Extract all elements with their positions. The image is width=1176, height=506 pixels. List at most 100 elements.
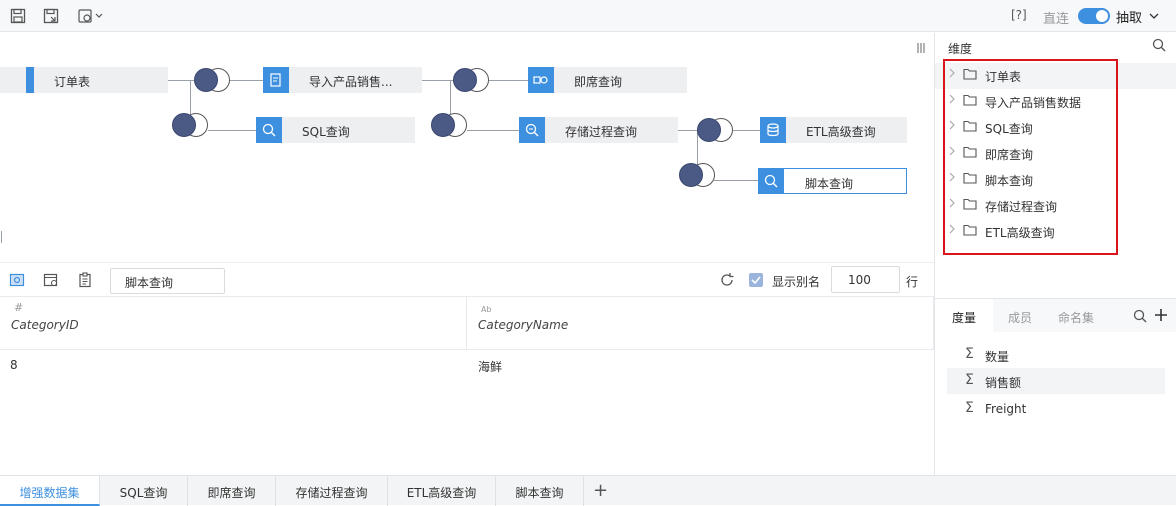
dimension-item[interactable]: 即席查询 [935,140,1176,166]
connector-line [678,130,698,131]
join-node[interactable] [194,68,230,92]
node-script-query-selected[interactable]: 脚本查询 [758,168,907,194]
tab-members[interactable]: 成员 [1007,311,1032,325]
dimension-item[interactable]: 导入产品销售数据 [935,88,1176,114]
measure-item[interactable]: Σ Freight [947,396,1165,422]
tab-etl-query[interactable]: ETL高级查询 [388,476,496,506]
node-stored-procedure[interactable]: 存储过程查询 [519,117,678,143]
extract-mode-label[interactable]: 抽取 [1116,11,1143,26]
chevron-right-icon[interactable] [949,172,955,182]
direct-connect-label: 直连 [1043,12,1070,27]
table-name-field[interactable]: 脚本查询 [110,268,225,294]
join-node[interactable] [697,118,733,142]
chevron-right-icon[interactable] [949,146,955,156]
number-type-icon: # [14,301,24,314]
tab-sql-query[interactable]: SQL查询 [100,476,188,506]
show-alias-label: 显示别名 [772,275,821,289]
tab-named-sets[interactable]: 命名集 [1057,311,1094,325]
connector-line [230,80,263,81]
dimension-label: 导入产品销售数据 [985,96,1082,110]
connector-line [467,130,519,131]
join-node[interactable] [431,113,467,137]
column-header[interactable]: Ab CategoryName [467,296,934,350]
save-as-icon[interactable] [41,6,61,26]
connector-line [714,180,760,181]
chevron-right-icon[interactable] [949,94,955,104]
connector-line [190,80,191,126]
column-header[interactable]: # CategoryID [0,296,467,350]
dimension-label: 脚本查询 [985,174,1034,188]
tab-script-query[interactable]: 脚本查询 [496,476,584,506]
panel-handle-icon[interactable] [917,43,925,53]
join-node[interactable] [172,113,208,137]
folder-icon [963,198,977,210]
chevron-right-icon[interactable] [949,224,955,234]
node-sql-query[interactable]: SQL查询 [256,117,415,143]
add-icon[interactable] [1154,308,1168,322]
chevron-right-icon[interactable] [949,68,955,78]
node-adhoc-query[interactable]: 即席查询 [528,67,687,93]
help-button[interactable]: [?] [1011,8,1027,22]
dimension-item[interactable]: 脚本查询 [935,166,1176,192]
measure-item[interactable]: Σ 销售额 [947,368,1165,394]
settings-dropdown-icon[interactable] [76,6,106,26]
top-toolbar: [?] 直连 抽取 [0,0,1176,32]
refresh-icon[interactable] [719,272,735,288]
add-tab-icon[interactable]: + [593,480,609,501]
join-node[interactable] [453,68,489,92]
show-alias-checkbox[interactable] [749,273,763,287]
folder-icon [963,146,977,158]
dimension-label: 存储过程查询 [985,200,1058,214]
column-name: CategoryID [11,318,79,332]
right-panel: 维度 订单表 导入产品销售数据 SQL查询 即席查询 脚本查询 存储过程查询 E… [934,33,1176,475]
connector-line [489,80,528,81]
dimension-item[interactable]: SQL查询 [935,114,1176,140]
etl-database-icon [760,117,786,143]
table-icon [26,67,34,93]
sigma-icon: Σ [965,400,974,416]
row-count-input[interactable]: 100 [831,266,900,293]
node-order-table[interactable]: 订单表 [0,67,168,93]
node-import-data[interactable]: 导入产品销售... [263,67,422,93]
connector-line [697,130,698,176]
connector-line [733,130,760,131]
measure-item[interactable]: Σ 数量 [947,342,1165,368]
search-icon[interactable] [1133,309,1147,323]
dimension-item[interactable]: ETL高级查询 [935,218,1176,244]
connection-mode-toggle[interactable] [1078,8,1110,24]
node-label: 导入产品销售... [309,75,393,89]
import-file-icon [263,67,289,93]
dimension-label: 即席查询 [985,148,1034,162]
chevron-right-icon[interactable] [949,120,955,130]
tab-enhanced-dataset[interactable]: 增强数据集 [0,476,100,506]
clipboard-icon[interactable] [75,270,95,290]
procedure-query-icon [519,117,545,143]
node-label: 订单表 [54,75,91,89]
adhoc-query-icon [528,67,554,93]
tab-measures[interactable]: 度量 [935,299,993,333]
node-etl-query[interactable]: ETL高级查询 [760,117,907,143]
dimension-item[interactable]: 存储过程查询 [935,192,1176,218]
dimension-label: 订单表 [985,70,1022,84]
connector-line [208,130,256,131]
tab-procedure-query[interactable]: 存储过程查询 [276,476,388,506]
data-grid: # CategoryID Ab CategoryName 8 海鲜 [0,296,934,475]
measure-label: Freight [985,402,1027,416]
sigma-icon: Σ [965,346,974,362]
chevron-down-icon[interactable] [1149,13,1159,19]
table-cell: 8 [10,358,18,372]
dimension-item[interactable]: 订单表 [935,62,1176,88]
table-settings-icon[interactable] [41,270,61,290]
save-icon[interactable] [8,6,28,26]
tab-adhoc-query[interactable]: 即席查询 [188,476,276,506]
node-label: SQL查询 [302,125,350,139]
node-label: 脚本查询 [805,177,854,191]
dimensions-title: 维度 [948,42,973,56]
search-icon[interactable] [1152,38,1166,52]
data-preview-icon[interactable] [7,270,27,290]
folder-icon [963,68,977,80]
join-node[interactable] [679,163,715,187]
node-label: 即席查询 [574,75,623,89]
chevron-right-icon[interactable] [949,198,955,208]
script-query-icon [758,168,784,194]
